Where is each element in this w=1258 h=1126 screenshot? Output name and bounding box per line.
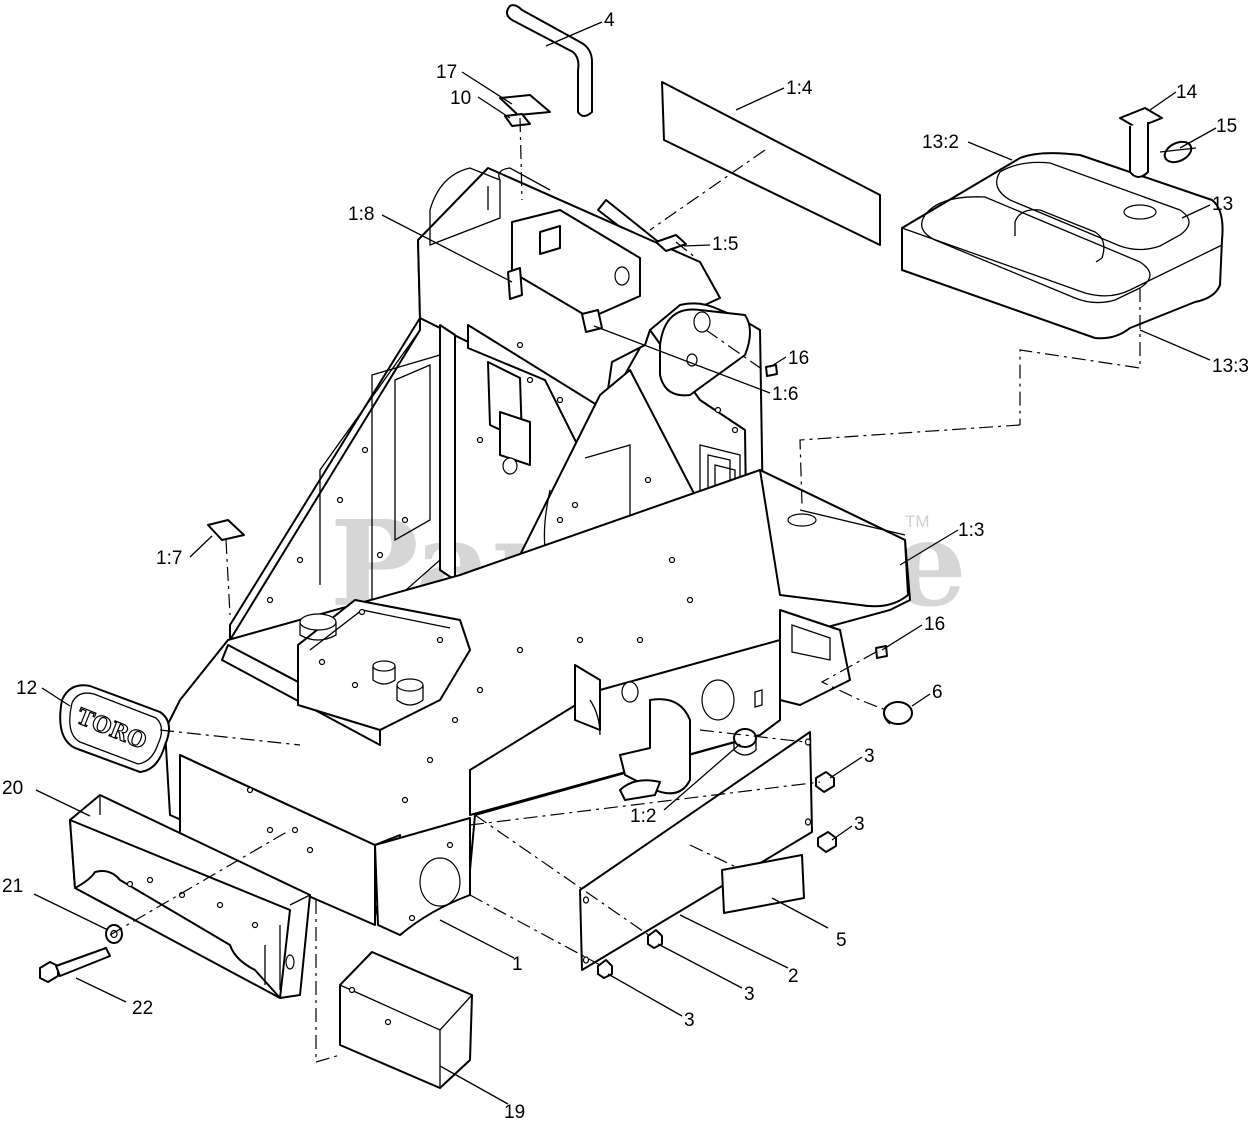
- callout-6[interactable]: 6: [932, 682, 943, 703]
- counterweight-box-19[interactable]: [339, 951, 473, 1089]
- callout-2[interactable]: 2: [788, 966, 799, 987]
- decal-1-3[interactable]: [799, 509, 906, 536]
- decal-1-4[interactable]: [661, 81, 881, 246]
- bolt-3-a[interactable]: [815, 771, 835, 793]
- callout-13-2[interactable]: 13:2: [922, 132, 959, 153]
- decal-5[interactable]: [721, 854, 805, 914]
- washer-21[interactable]: [105, 924, 123, 944]
- bolt-3-b[interactable]: [817, 831, 837, 853]
- callout-1-3[interactable]: 1:3: [958, 520, 984, 541]
- plug-6[interactable]: [883, 701, 913, 725]
- bolt-3-c[interactable]: [647, 929, 663, 949]
- callout-3-d[interactable]: 3: [684, 1010, 695, 1031]
- bolt-3-d[interactable]: [597, 959, 613, 979]
- decal-17[interactable]: [499, 94, 551, 116]
- callout-17[interactable]: 17: [436, 62, 457, 83]
- callout-21[interactable]: 21: [2, 876, 23, 897]
- watermark-tm: TM: [905, 512, 930, 531]
- main-frame-1[interactable]: [164, 167, 911, 936]
- callout-13[interactable]: 13: [1212, 194, 1233, 215]
- callout-15[interactable]: 15: [1216, 116, 1237, 137]
- hair-pin-clip-15[interactable]: [1159, 138, 1197, 166]
- callout-10[interactable]: 10: [450, 88, 471, 109]
- assembly-lines: [109, 117, 1141, 1063]
- callout-4[interactable]: 4: [604, 10, 615, 31]
- callout-3-c[interactable]: 3: [744, 984, 755, 1005]
- callout-14[interactable]: 14: [1176, 82, 1198, 103]
- callout-1[interactable]: 1: [512, 954, 523, 975]
- callout-1-7[interactable]: 1:7: [156, 548, 182, 569]
- callout-3-b[interactable]: 3: [854, 814, 865, 835]
- callout-1-5[interactable]: 1:5: [712, 234, 738, 255]
- callout-16-right[interactable]: 16: [924, 614, 945, 635]
- cover-plate-2[interactable]: [579, 731, 813, 971]
- decal-10[interactable]: [504, 113, 531, 127]
- decal-1-7[interactable]: [207, 519, 245, 541]
- callout-16-top[interactable]: 16: [788, 348, 809, 369]
- frame-holes: [246, 341, 739, 922]
- bolt-22[interactable]: [39, 947, 111, 983]
- callout-5[interactable]: 5: [836, 930, 847, 951]
- decal-1-5[interactable]: [655, 234, 687, 252]
- callout-1-4[interactable]: 1:4: [786, 78, 813, 99]
- seat-pad-13[interactable]: [901, 152, 1224, 340]
- callout-1-2[interactable]: 1:2: [630, 806, 656, 827]
- counterweight-20[interactable]: [69, 794, 311, 999]
- callout-13-3[interactable]: 13:3: [1212, 356, 1249, 377]
- callout-20[interactable]: 20: [2, 778, 23, 799]
- callout-19[interactable]: 19: [504, 1102, 525, 1123]
- callout-12[interactable]: 12: [16, 678, 37, 699]
- toro-emblem-12[interactable]: TORO: [59, 684, 170, 773]
- decal-1-8[interactable]: [507, 267, 523, 300]
- decal-1-6[interactable]: [581, 309, 603, 333]
- callout-3-a[interactable]: 3: [864, 746, 875, 767]
- bumper-1-2[interactable]: [733, 728, 757, 756]
- callout-1-6[interactable]: 1:6: [772, 384, 798, 405]
- callout-1-8[interactable]: 1:8: [348, 204, 374, 225]
- pin-14[interactable]: [1119, 107, 1163, 178]
- callout-labels: 4 17 10 1:4 14 15 13:2 13 1:8 1:5 16 13:…: [2, 10, 1249, 1123]
- callout-22[interactable]: 22: [132, 998, 153, 1019]
- leader-lines: [33, 21, 1217, 1105]
